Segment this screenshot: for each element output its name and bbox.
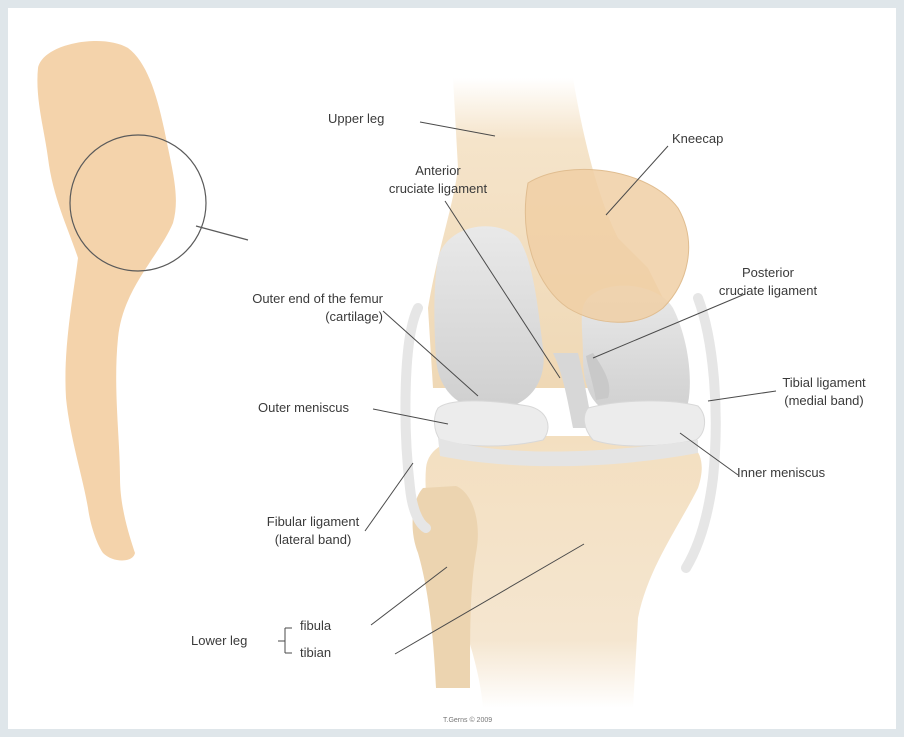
lower-leg-bracket — [278, 628, 292, 653]
label-fibular-line1: Fibular ligament — [238, 513, 388, 531]
label-femur-end: Outer end of the femur (cartilage) — [188, 290, 383, 326]
zoom-line — [196, 226, 248, 240]
label-tibial-line2: (medial band) — [768, 392, 880, 410]
label-tibia: tibian — [300, 644, 331, 662]
label-outer-meniscus: Outer meniscus — [258, 399, 349, 417]
figure-panel: Upper leg Kneecap Anterior cruciate liga… — [8, 8, 896, 729]
outer-meniscus-shape — [434, 401, 548, 446]
label-upper-leg: Upper leg — [328, 110, 384, 128]
label-pcl-line1: Posterior — [698, 264, 838, 282]
label-fibula: fibula — [300, 617, 331, 635]
label-kneecap: Kneecap — [672, 130, 723, 148]
label-pcl-line2: cruciate ligament — [698, 282, 838, 300]
label-fibular-ligament: Fibular ligament (lateral band) — [238, 513, 388, 549]
label-fibular-line2: (lateral band) — [238, 531, 388, 549]
label-inner-meniscus: Inner meniscus — [737, 464, 825, 482]
label-acl: Anterior cruciate ligament — [363, 162, 513, 198]
label-femur-line2: (cartilage) — [188, 308, 383, 326]
label-pcl: Posterior cruciate ligament — [698, 264, 838, 300]
label-tibial-line1: Tibial ligament — [768, 374, 880, 392]
inner-meniscus-shape — [584, 401, 704, 446]
label-acl-line1: Anterior — [363, 162, 513, 180]
label-acl-line2: cruciate ligament — [363, 180, 513, 198]
label-femur-line1: Outer end of the femur — [188, 290, 383, 308]
knee-anatomy-illustration — [8, 8, 896, 729]
credit-text: T.Gerns © 2009 — [443, 712, 492, 730]
label-lower-leg: Lower leg — [191, 632, 247, 650]
leg-outline — [37, 41, 176, 561]
label-tibial-ligament: Tibial ligament (medial band) — [768, 374, 880, 410]
